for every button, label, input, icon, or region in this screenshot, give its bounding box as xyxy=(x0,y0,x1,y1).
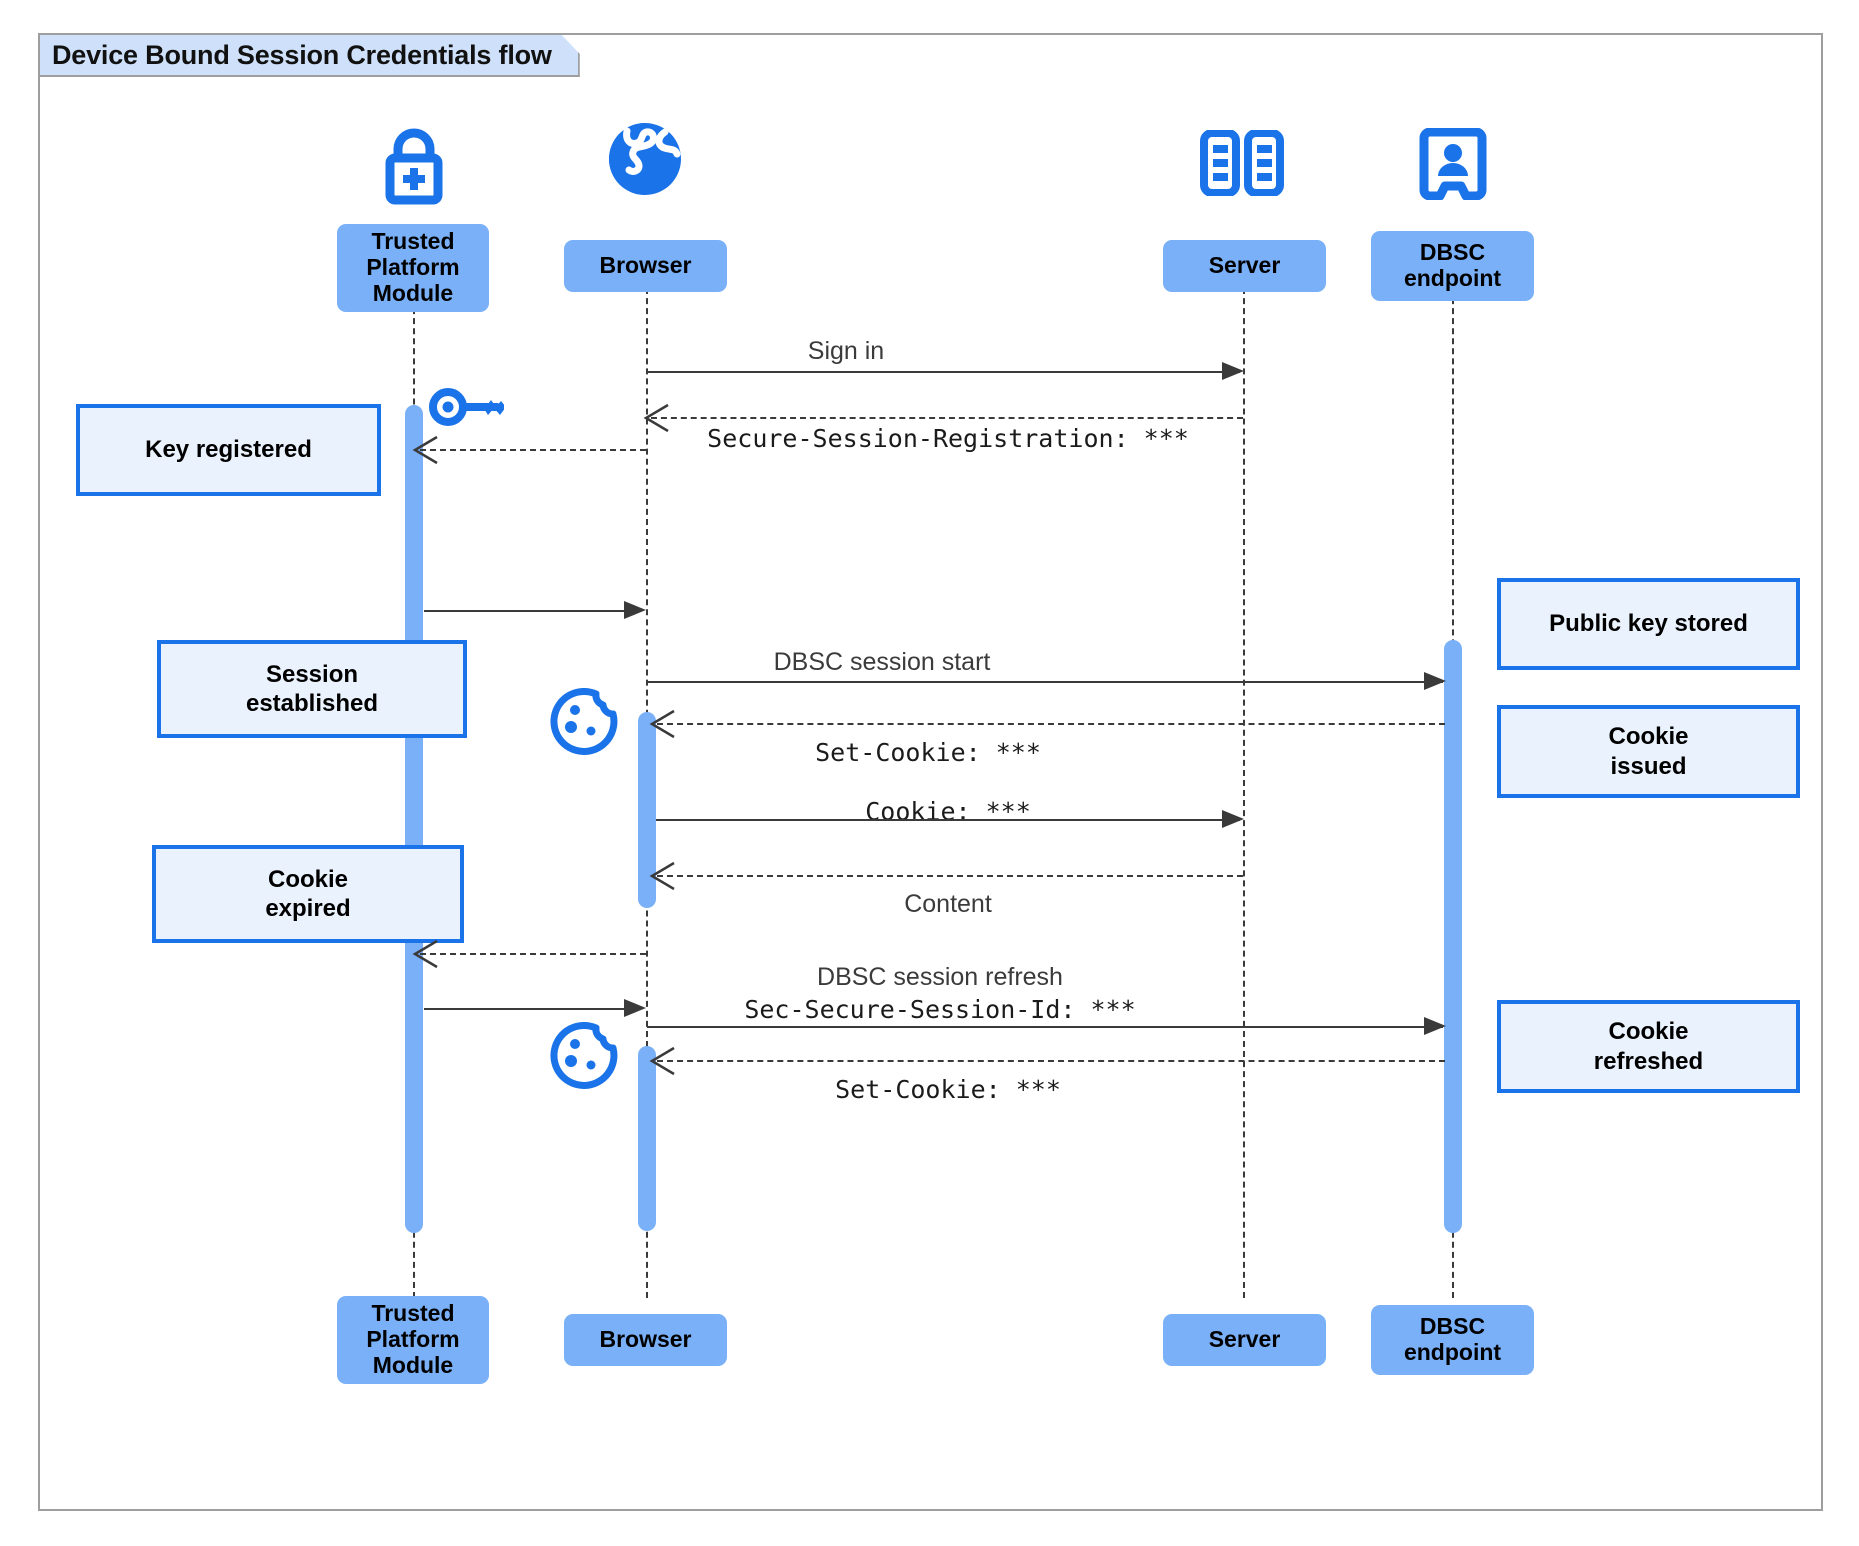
note-cookie-expired: Cookie expired xyxy=(152,845,464,943)
globe-icon xyxy=(599,118,691,200)
note-text: Session established xyxy=(245,660,379,717)
participant-label: Trusted Platform Module xyxy=(366,1300,460,1378)
participant-tpm-bottom[interactable]: Trusted Platform Module xyxy=(337,1296,489,1384)
arrow-head-filled xyxy=(624,997,648,1019)
note-text: Key registered xyxy=(145,436,312,464)
participant-label: Server xyxy=(1208,1326,1281,1353)
lifeline-server xyxy=(1243,278,1245,1298)
participant-browser-bottom[interactable]: Browser xyxy=(564,1314,727,1366)
message-arrow-secure-session-registration xyxy=(651,417,1243,419)
message-label-secure-session-registration: Secure-Session-Registration: *** xyxy=(707,424,1189,453)
message-label-sec-secure-session-id: Sec-Secure-Session-Id: *** xyxy=(744,995,1136,1024)
arrow-head-open xyxy=(411,939,441,969)
message-label-set-cookie-2: Set-Cookie: *** xyxy=(835,1075,1061,1104)
participant-label: Browser xyxy=(599,1326,692,1353)
arrow-head-open xyxy=(648,861,678,891)
note-public-key-stored: Public key stored xyxy=(1497,578,1800,670)
message-label-dbsc-session-refresh: DBSC session refresh xyxy=(817,963,1063,991)
arrow-head-filled xyxy=(1222,360,1246,382)
participant-label: Trusted Platform Module xyxy=(366,228,460,306)
participant-label: DBSC endpoint xyxy=(1403,239,1502,291)
message-arrow-tpm-to-browser-sign xyxy=(424,1008,640,1010)
message-arrow-content xyxy=(657,875,1243,877)
cookie-icon xyxy=(547,1022,619,1090)
message-arrow-set-cookie-1 xyxy=(657,723,1445,725)
activation-bar-browser-1 xyxy=(638,712,656,908)
message-label-dbsc-session-start: DBSC session start xyxy=(773,648,991,676)
participant-server-bottom[interactable]: Server xyxy=(1163,1314,1326,1366)
participant-label: Server xyxy=(1208,252,1281,279)
message-arrow-tpm-to-browser-key xyxy=(424,610,640,612)
note-text: Cookie issued xyxy=(1608,723,1689,780)
lock-plus-icon xyxy=(368,125,460,205)
message-arrow-dbsc-session-start xyxy=(647,681,1443,683)
note-text: Public key stored xyxy=(1549,610,1748,638)
message-arrow-dbsc-session-refresh xyxy=(647,1026,1443,1028)
arrow-head-filled xyxy=(1424,670,1448,692)
arrow-head-open xyxy=(411,435,441,465)
message-arrow-tpm-register-return xyxy=(420,449,646,451)
message-arrow-browser-to-tpm-expired xyxy=(420,953,646,955)
participant-server-top[interactable]: Server xyxy=(1163,240,1326,292)
message-arrow-cookie xyxy=(656,819,1240,821)
message-label-set-cookie-1: Set-Cookie: *** xyxy=(815,738,1041,767)
arrow-head-open xyxy=(642,403,672,433)
arrow-head-filled xyxy=(1424,1015,1448,1037)
note-text: Cookie refreshed xyxy=(1593,1018,1704,1075)
note-text: Cookie expired xyxy=(265,865,351,922)
message-label-content: Content xyxy=(904,890,992,918)
message-label-sign-in: Sign in xyxy=(807,337,885,365)
message-arrow-set-cookie-2 xyxy=(657,1060,1445,1062)
participant-label: DBSC endpoint xyxy=(1403,1313,1502,1365)
arrow-head-open xyxy=(648,1046,678,1076)
id-badge-icon xyxy=(1418,128,1488,200)
note-session-established: Session established xyxy=(157,640,467,738)
note-cookie-refreshed: Cookie refreshed xyxy=(1497,1000,1800,1093)
arrow-head-open xyxy=(648,709,678,739)
arrow-head-filled xyxy=(1222,808,1246,830)
message-arrow-sign-in xyxy=(647,371,1240,373)
server-rack-icon xyxy=(1196,130,1288,196)
message-label-cookie: Cookie: *** xyxy=(865,797,1031,826)
cookie-icon xyxy=(547,688,619,756)
note-cookie-issued: Cookie issued xyxy=(1497,705,1800,798)
participant-dbsc-top[interactable]: DBSC endpoint xyxy=(1371,231,1534,301)
participant-dbsc-bottom[interactable]: DBSC endpoint xyxy=(1371,1305,1534,1375)
frame-title: Device Bound Session Credentials flow xyxy=(40,35,580,77)
activation-bar-tpm xyxy=(405,405,423,1233)
participant-label: Browser xyxy=(599,252,692,279)
note-key-registered: Key registered xyxy=(76,404,381,496)
participant-browser-top[interactable]: Browser xyxy=(564,240,727,292)
arrow-head-filled xyxy=(624,599,648,621)
key-icon xyxy=(426,383,504,431)
activation-bar-browser-2 xyxy=(638,1046,656,1231)
participant-tpm-top[interactable]: Trusted Platform Module xyxy=(337,224,489,312)
activation-bar-dbsc xyxy=(1444,640,1462,1233)
